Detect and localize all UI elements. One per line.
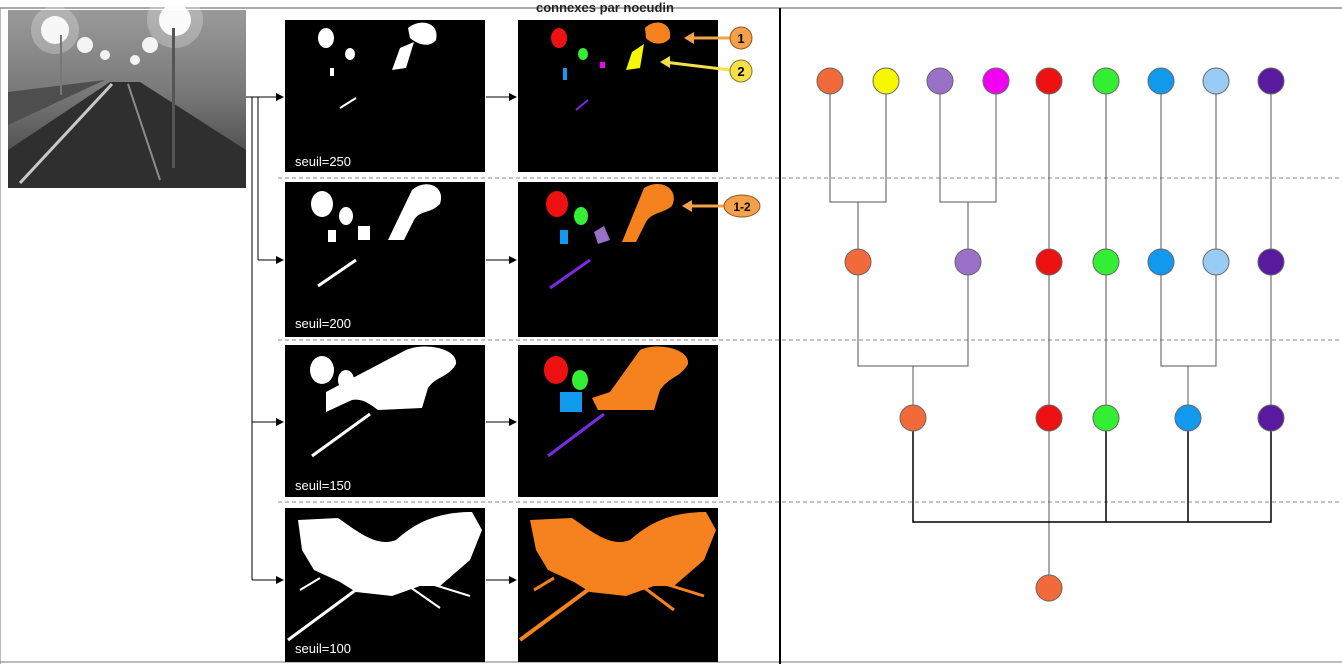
tree-node-lightblue-level-1 xyxy=(1202,248,1230,276)
tree-node-blue-level-2 xyxy=(1174,404,1202,432)
tree-node-blue-level-1 xyxy=(1147,248,1175,276)
labeled-image-200 xyxy=(518,182,718,337)
tree-node-red-level-1 xyxy=(1035,248,1063,276)
tree-nodes xyxy=(816,67,1285,602)
tree-node-green-level-2 xyxy=(1092,404,1120,432)
labeled-image-150 xyxy=(518,345,718,497)
source-arrows xyxy=(246,93,284,584)
tree-node-blue-level-0 xyxy=(1147,67,1175,95)
tree-node-orange-level-0 xyxy=(816,67,844,95)
binary-image-250: seuil=250 xyxy=(285,20,485,172)
tree-edges xyxy=(829,81,1272,588)
tree-node-yellow-level-0 xyxy=(872,67,900,95)
threshold-label-150: seuil=150 xyxy=(295,478,351,493)
callout-2-label: 2 xyxy=(737,64,744,79)
tree-node-red-level-2 xyxy=(1035,404,1063,432)
tree-node-green-level-0 xyxy=(1092,67,1120,95)
tree-node-red-level-0 xyxy=(1035,67,1063,95)
callout-1-2: 1-2 xyxy=(682,194,761,218)
callout-1-label: 1 xyxy=(737,31,744,46)
tree-node-orange-level-3 xyxy=(1035,574,1063,602)
middle-arrows xyxy=(486,93,517,584)
callout-1: 1 xyxy=(684,26,753,50)
tree-node-purple-level-0 xyxy=(926,67,954,95)
tree-node-orange-level-2 xyxy=(899,404,927,432)
tree-node-lightblue-level-0 xyxy=(1202,67,1230,95)
threshold-label-100: seuil=100 xyxy=(295,641,351,656)
tree-node-violet-level-2 xyxy=(1257,404,1285,432)
binary-image-150: seuil=150 xyxy=(285,345,485,497)
level-separators xyxy=(278,177,1342,503)
tree-node-magenta-level-0 xyxy=(982,67,1010,95)
tree-node-violet-level-0 xyxy=(1257,67,1285,95)
labeled-image-250 xyxy=(518,20,718,172)
tree-node-orange-level-1 xyxy=(844,248,872,276)
tree-edges-root xyxy=(912,418,1272,523)
source-photo xyxy=(8,0,246,188)
tree-node-violet-level-1 xyxy=(1257,248,1285,276)
callout-1-2-label: 1-2 xyxy=(733,200,751,214)
tree-node-purple-level-1 xyxy=(954,248,982,276)
labeled-image-100 xyxy=(518,508,718,662)
callout-2: 2 xyxy=(660,56,753,83)
threshold-label-250: seuil=250 xyxy=(295,154,351,169)
binary-image-200: seuil=200 xyxy=(285,182,485,337)
binary-image-100: seuil=100 xyxy=(285,508,485,662)
tree-node-green-level-1 xyxy=(1092,248,1120,276)
threshold-label-200: seuil=200 xyxy=(295,316,351,331)
panel-header: connexes par noeudin xyxy=(536,0,674,15)
